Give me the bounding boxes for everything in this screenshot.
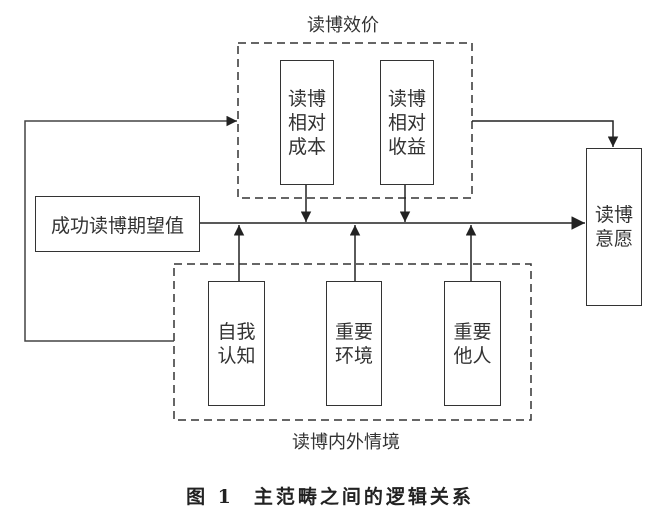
relative-cost-node: 读博相对成本 <box>280 60 334 185</box>
relative-benefit-label: 读博相对收益 <box>387 87 426 158</box>
figure-caption-text: 主范畴之间的逻辑关系 <box>253 486 474 508</box>
self-cognition-label: 自我认知 <box>217 320 256 367</box>
valence-to-intention-arrow <box>472 120 619 147</box>
figure-caption: 图 1 主范畴之间的逻辑关系 <box>0 482 660 509</box>
self-cognition-node: 自我认知 <box>208 281 265 406</box>
bottom-group-frame <box>173 263 532 421</box>
important-others-label: 重要他人 <box>453 320 492 367</box>
figure-number: 图 1 <box>186 486 234 508</box>
relative-benefit-node: 读博相对收益 <box>380 60 434 185</box>
important-others-node: 重要他人 <box>444 281 501 406</box>
important-environment-label: 重要环境 <box>334 320 373 367</box>
important-environment-node: 重要环境 <box>326 281 382 406</box>
top-group-frame <box>237 42 473 199</box>
top-group-title: 读博效价 <box>307 15 379 36</box>
phd-intention-node: 读博意愿 <box>586 148 642 306</box>
bottom-group-title: 读博内外情境 <box>292 432 400 453</box>
context-to-valence-loop-arrow <box>24 115 237 342</box>
success-expectancy-label: 成功读博期望值 <box>50 214 184 237</box>
phd-intention-label: 读博意愿 <box>594 204 633 250</box>
relative-cost-label: 读博相对成本 <box>287 87 326 158</box>
success-expectancy-node: 成功读博期望值 <box>35 196 200 252</box>
